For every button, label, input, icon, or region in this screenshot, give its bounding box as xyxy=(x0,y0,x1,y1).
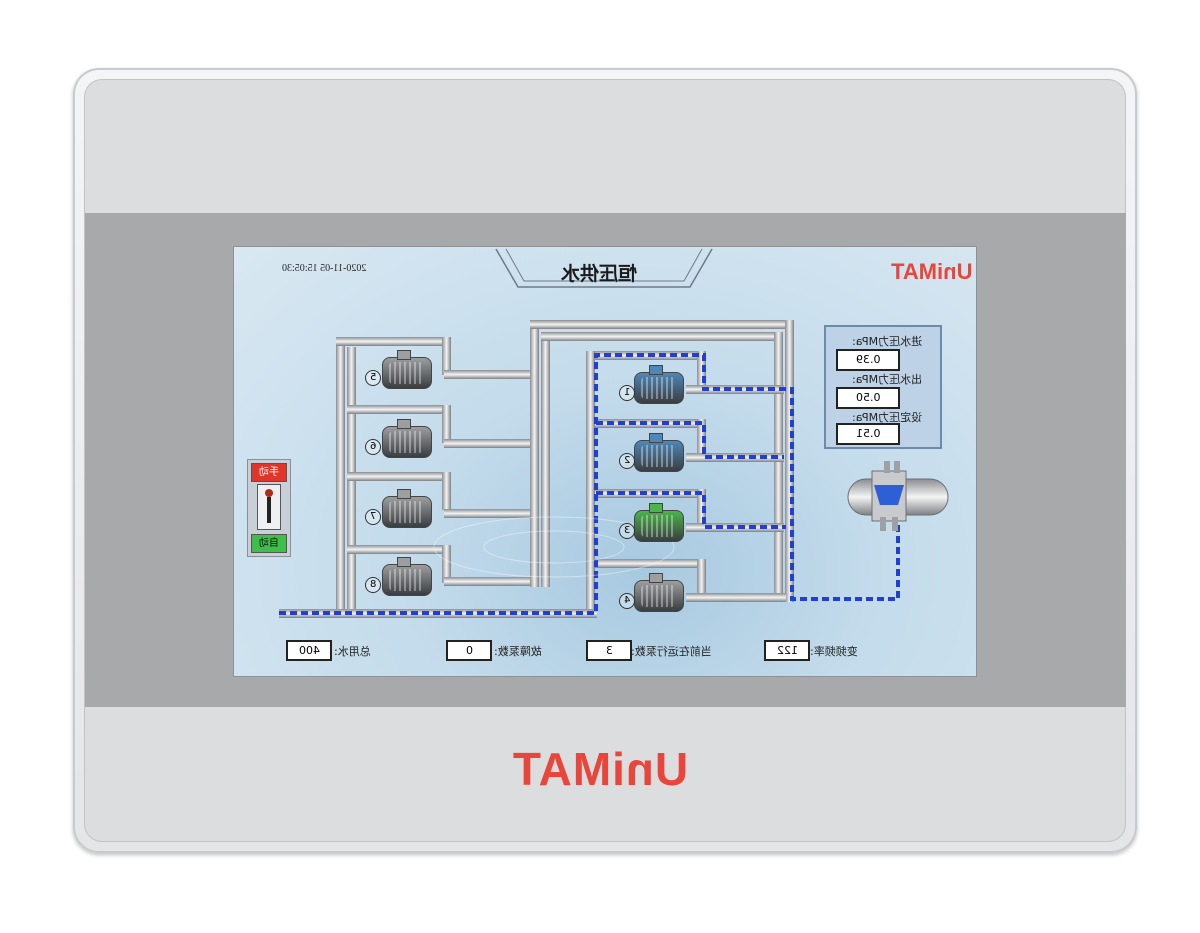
process-diagram xyxy=(279,248,949,618)
outlet-pipe-8 xyxy=(444,577,534,586)
motor-fins-icon xyxy=(389,362,423,384)
motor-fins-icon xyxy=(641,585,675,607)
pump-number-7: 7 xyxy=(365,509,381,525)
motor-fins-icon xyxy=(641,515,675,537)
pressure-panel: 进水压力MPa: 0.39 出水压力MPa: 0.50 设定压力MPa: 0.5… xyxy=(824,325,942,449)
header-pipe-1 xyxy=(586,351,706,360)
running-count-label: 当前在运行泵数: xyxy=(631,645,712,658)
outlet-pipe-2 xyxy=(686,453,784,462)
outlet-pipe-6 xyxy=(444,439,534,448)
pump-motor-icon[interactable] xyxy=(634,365,684,404)
pump-number-2: 2 xyxy=(619,453,635,469)
total-water-value: 400 xyxy=(286,640,332,661)
pump-motor-icon[interactable] xyxy=(634,433,684,472)
motor-fins-icon xyxy=(389,501,423,523)
terminal-box-icon xyxy=(397,557,411,567)
terminal-box-icon xyxy=(397,489,411,499)
drop-pipe-2 xyxy=(697,419,706,457)
terminal-box-icon xyxy=(649,433,663,443)
right-riser-outer xyxy=(785,320,794,602)
bezel-logo: UniMAT xyxy=(511,743,689,795)
terminal-box-icon xyxy=(397,350,411,360)
setpoint-pressure-input[interactable]: 0.51 xyxy=(836,423,900,445)
title-frame-inner xyxy=(505,248,703,282)
pump-motor-icon[interactable] xyxy=(382,489,432,528)
total-water-label: 总用水: xyxy=(334,645,371,658)
datetime-readout: 2020-11-05 15:05:30 xyxy=(282,263,367,274)
left-riser-outer xyxy=(530,325,539,587)
header-pipe-5 xyxy=(336,337,451,346)
right-riser-inner xyxy=(774,332,783,602)
drop-pipe-5 xyxy=(442,337,451,375)
toggle-knob-icon xyxy=(265,489,273,497)
drop-pipe-3 xyxy=(697,489,706,527)
mode-switch[interactable]: 手动 自动 xyxy=(247,459,291,557)
page-title: 恒压供水 xyxy=(561,263,638,285)
drop-pipe-1 xyxy=(697,351,706,389)
top-main-pipe-inner xyxy=(541,332,783,341)
frequency-value: 122 xyxy=(764,640,810,661)
top-main-pipe xyxy=(530,320,794,329)
header-pipe-6 xyxy=(347,405,451,414)
running-count-value: 3 xyxy=(586,640,632,661)
flow-path xyxy=(279,353,900,615)
header-pipe-4 xyxy=(586,559,706,568)
fault-count-value: 0 xyxy=(446,640,492,661)
pump-motor-icon[interactable] xyxy=(382,419,432,458)
pump-number-6: 6 xyxy=(365,439,381,455)
fault-count-label: 故障泵数: xyxy=(494,645,542,658)
left-riser-inner xyxy=(541,337,550,587)
outlet-pipe-4 xyxy=(686,593,786,602)
right-bank-pipe xyxy=(586,351,595,613)
toggle-lever-icon xyxy=(267,497,271,523)
header-pipe-8 xyxy=(347,545,451,554)
pump-number-4: 4 xyxy=(619,593,635,609)
inlet-pressure-label: 进水压力MPa: xyxy=(852,335,923,348)
title-banner: 恒压供水 xyxy=(524,253,674,287)
motor-fins-icon xyxy=(641,377,675,399)
pump-motor-icon[interactable] xyxy=(382,350,432,389)
header-pipe-7 xyxy=(347,472,451,481)
pump-number-8: 8 xyxy=(365,577,381,593)
inlet-pressure-value: 0.39 xyxy=(836,349,900,371)
pump-number-1: 1 xyxy=(619,385,635,401)
terminal-box-icon xyxy=(649,503,663,513)
title-frame xyxy=(495,248,713,288)
screen-logo: UniMAT xyxy=(891,259,973,284)
pump-motor-icon[interactable] xyxy=(382,557,432,596)
outlet-pipe-5 xyxy=(444,370,534,379)
terminal-box-icon xyxy=(397,419,411,429)
outlet-pipe-3 xyxy=(686,523,784,532)
motor-fins-icon xyxy=(641,445,675,467)
outlet-pressure-value: 0.50 xyxy=(836,387,900,409)
outlet-pressure-label: 出水压力MPa: xyxy=(852,373,923,386)
manual-mode-button[interactable]: 手动 xyxy=(251,463,287,482)
pump-number-5: 5 xyxy=(365,370,381,386)
drop-pipe-4 xyxy=(697,559,706,597)
left-bank-pipe-outer xyxy=(336,337,345,612)
terminal-box-icon xyxy=(649,573,663,583)
auto-mode-button[interactable]: 自动 xyxy=(251,534,287,553)
motor-fins-icon xyxy=(389,431,423,453)
terminal-box-icon xyxy=(649,365,663,375)
drop-pipe-6 xyxy=(442,405,451,443)
pump-number-3: 3 xyxy=(619,523,635,539)
toggle-lever-housing xyxy=(257,484,281,530)
drop-pipe-8 xyxy=(442,545,451,583)
hmi-screen: 1 2 3 4 5 6 7 8 UniMAT 2020-11-05 15:05:30 恒压供水… xyxy=(233,246,977,677)
outlet-pipe-7 xyxy=(444,509,534,518)
drop-pipe-7 xyxy=(442,472,451,510)
motor-fins-icon xyxy=(389,569,423,591)
frequency-label: 变频频率: xyxy=(810,645,858,658)
pump-motor-icon[interactable] xyxy=(634,503,684,542)
pump-motor-icon[interactable] xyxy=(634,573,684,612)
pressure-tank xyxy=(847,461,949,531)
